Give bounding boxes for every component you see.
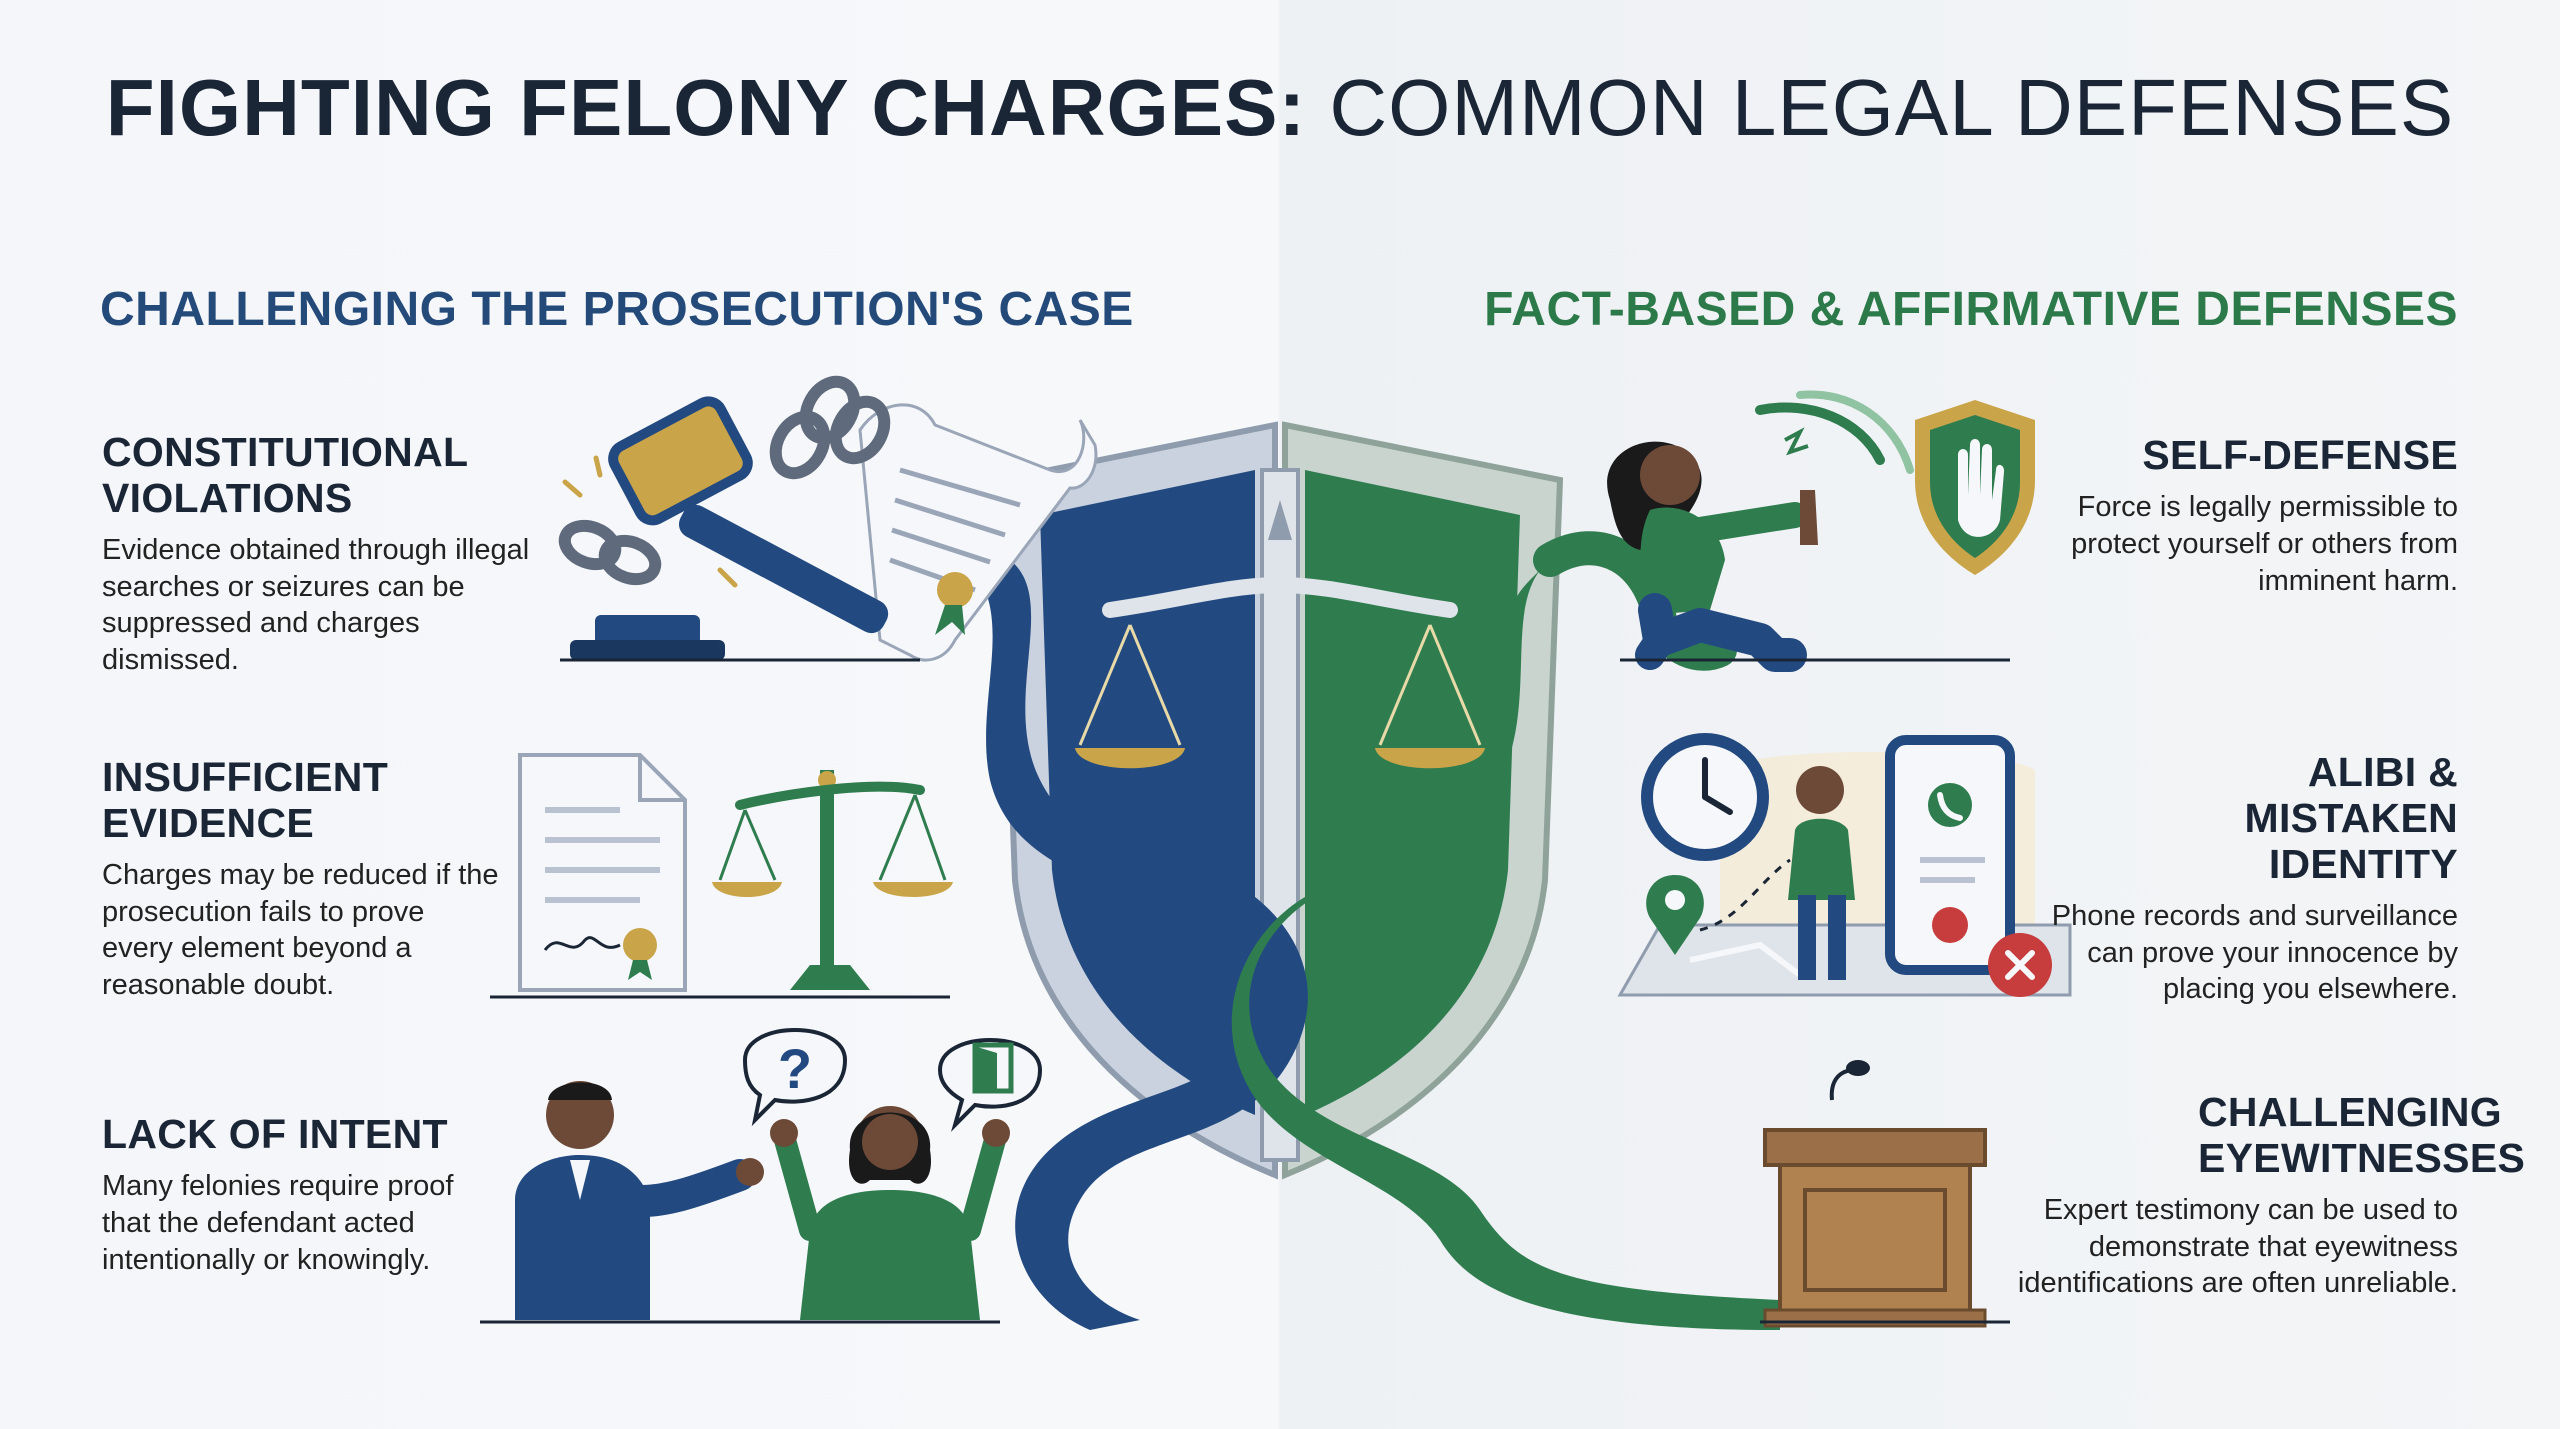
defense-self-defense: SELF-DEFENSE Force is legally permissibl… [2038,432,2458,599]
defense-heading: INSUFFICIENT EVIDENCE [102,754,389,846]
defense-heading: ALIBI & MISTAKEN IDENTITY [2244,749,2458,887]
defense-description: Many felonies require proof that the def… [102,1169,454,1276]
defense-description: Charges may be reduced if the prosecutio… [102,858,499,1002]
left-section-title: CHALLENGING THE PROSECUTION'S CASE [100,283,1134,336]
defense-heading: SELF-DEFENSE [2142,432,2458,478]
defense-heading: CONSTITUTIONAL VIOLATIONS [102,429,468,521]
defense-heading: LACK OF INTENT [102,1111,448,1157]
page-title: FIGHTING FELONY CHARGES: COMMON LEGAL DE… [0,62,2560,154]
title-bold-part: FIGHTING FELONY CHARGES: [105,63,1307,152]
question-mark-icon: ? [778,1037,812,1100]
defense-insufficient-evidence: INSUFFICIENT EVIDENCE Charges may be red… [102,754,502,1004]
alibi-illustration [1617,733,2072,997]
defense-description: Force is legally permissible to protect … [2071,490,2458,597]
defense-challenging-eyewitnesses: CHALLENGING EYEWITNESSES Expert testimon… [1998,1089,2526,1302]
gavel-chain-scroll-illustration [558,375,1098,662]
defense-lack-of-intent: LACK OF INTENT Many felonies require pro… [102,1111,482,1278]
defense-description: Phone records and surveillance can prove… [2051,899,2458,1006]
documents-scale-illustration [490,753,953,999]
accusation-illustration [480,1028,1043,1324]
defense-heading: CHALLENGING EYEWITNESSES [2198,1089,2526,1181]
defense-description: Evidence obtained through illegal search… [102,533,530,677]
self-defense-illustration [1607,390,2035,672]
right-section-title: FACT-BASED & AFFIRMATIVE DEFENSES [1484,283,2458,336]
defense-description: Expert testimony can be used to demonstr… [2017,1193,2458,1300]
defense-constitutional-violations: CONSTITUTIONAL VIOLATIONS Evidence obtai… [102,429,532,679]
defense-alibi-mistaken-identity: ALIBI & MISTAKEN IDENTITY Phone records … [2038,749,2458,1008]
witness-podium-illustration [1760,1060,2010,1328]
title-light-part: COMMON LEGAL DEFENSES [1329,63,2455,152]
